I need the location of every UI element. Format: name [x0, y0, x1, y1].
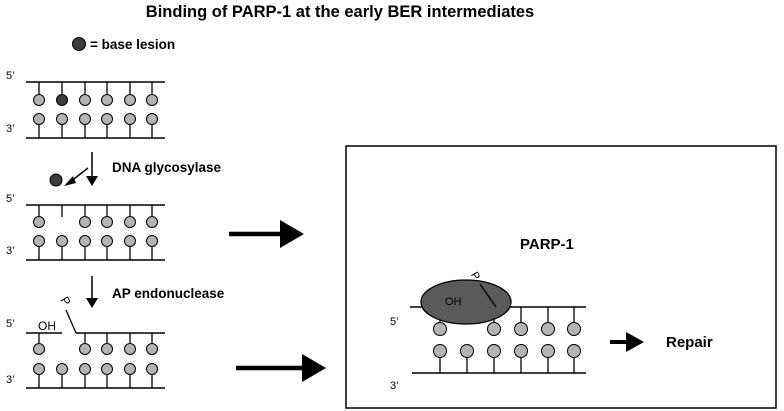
panel-incised-5prime: 5’ — [6, 318, 15, 330]
panel-incised-dna: 5’ 3’ OH P — [6, 294, 165, 389]
panel-intact-dna: 5’ 3’ — [6, 70, 165, 139]
diagram-title: Binding of PARP-1 at the early BER inter… — [146, 3, 534, 21]
bottom-bases — [33, 113, 158, 138]
repair-label: Repair — [666, 334, 713, 351]
base-lesion — [56, 94, 68, 106]
excision-arrow-head — [64, 176, 76, 186]
box-hydroxyl-label: OH — [445, 296, 462, 308]
base — [124, 343, 136, 355]
base — [79, 235, 91, 247]
down-arrow-head — [86, 176, 98, 186]
base — [101, 94, 113, 106]
base — [101, 113, 113, 125]
bottom-bases — [433, 344, 581, 373]
base — [33, 216, 45, 228]
down-arrow-head — [86, 298, 98, 308]
base — [33, 113, 45, 125]
base — [460, 344, 474, 358]
top-bases — [33, 82, 158, 106]
arrow-incised-to-parp — [236, 354, 326, 382]
base — [146, 235, 158, 247]
panel-intact-5prime: 5’ — [6, 70, 15, 82]
panel-incised-3prime: 3’ — [6, 374, 15, 386]
base — [541, 344, 555, 358]
phosphate-label: P — [57, 294, 73, 308]
base — [541, 322, 555, 336]
base — [33, 363, 45, 375]
arrow-to-repair — [610, 332, 644, 352]
base — [487, 344, 501, 358]
top-bases — [33, 333, 158, 355]
base — [56, 235, 68, 247]
base — [101, 343, 113, 355]
bottom-bases — [33, 235, 158, 260]
base — [79, 343, 91, 355]
base — [487, 322, 501, 336]
parp-bound-dna: 5’ 3’ OH P — [390, 270, 586, 392]
base — [567, 322, 581, 336]
box-dangling-phosphate — [479, 283, 497, 308]
panel-intact-3prime: 3’ — [6, 123, 15, 135]
base — [124, 94, 136, 106]
base — [146, 113, 158, 125]
panel-ap-5prime: 5’ — [6, 193, 15, 205]
glycosylase-label: DNA glycosylase — [112, 160, 222, 175]
base — [56, 363, 68, 375]
dangling-phosphate — [65, 309, 77, 334]
hydroxyl-label: OH — [38, 319, 56, 333]
parp-binding-box — [345, 145, 777, 409]
ap-endonuclease-step: AP endonuclease — [86, 276, 225, 308]
base — [514, 322, 528, 336]
base — [146, 94, 158, 106]
base — [514, 344, 528, 358]
base — [33, 235, 45, 247]
bottom-bases — [33, 363, 158, 388]
box-3prime: 3’ — [390, 380, 399, 392]
base — [101, 235, 113, 247]
base — [101, 216, 113, 228]
base — [33, 343, 45, 355]
base — [146, 363, 158, 375]
base — [124, 113, 136, 125]
base — [124, 216, 136, 228]
excised-lesion — [49, 173, 63, 187]
legend-text: = base lesion — [90, 37, 175, 52]
base — [56, 113, 68, 125]
panel-ap-3prime: 3’ — [6, 245, 15, 257]
parp-label: PARP-1 — [520, 236, 574, 253]
box-5prime: 5’ — [390, 316, 399, 328]
panel-ap-site: 5’ 3’ — [6, 193, 165, 261]
arrow-ap-site-to-parp — [229, 220, 304, 248]
top-bases — [433, 307, 581, 336]
base — [79, 113, 91, 125]
legend-lesion-marker — [72, 37, 86, 51]
base — [79, 94, 91, 106]
base — [79, 363, 91, 375]
base — [33, 94, 45, 106]
parp1-protein — [420, 279, 512, 325]
base — [433, 322, 447, 336]
base — [79, 216, 91, 228]
base — [433, 344, 447, 358]
base — [146, 216, 158, 228]
top-bases — [33, 205, 158, 228]
base — [146, 343, 158, 355]
glycosylase-step: DNA glycosylase — [49, 152, 222, 187]
base — [124, 363, 136, 375]
base — [101, 363, 113, 375]
base — [124, 235, 136, 247]
base — [567, 344, 581, 358]
ap-endonuclease-label: AP endonuclease — [112, 286, 225, 301]
